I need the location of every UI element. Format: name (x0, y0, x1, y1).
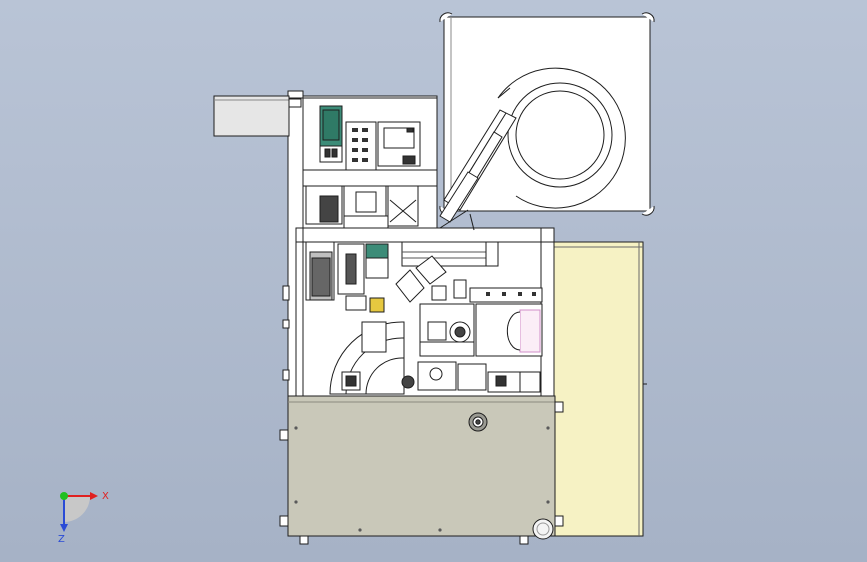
control-box (213, 95, 290, 137)
cabinet-screws (294, 426, 550, 532)
x-axis-label: X (102, 491, 109, 502)
cabinet-knob (468, 412, 488, 432)
middle-chamber (305, 185, 419, 229)
side-panel (552, 241, 644, 537)
z-axis-label: Z (58, 534, 65, 545)
work-area (305, 241, 543, 395)
caster-wheel (532, 518, 554, 540)
upper-chamber (319, 105, 421, 171)
base-cabinet (287, 395, 556, 537)
vibratory-bowl-feeder (439, 12, 655, 231)
coordinate-triad (60, 492, 98, 532)
y-axis-dot (60, 492, 68, 500)
